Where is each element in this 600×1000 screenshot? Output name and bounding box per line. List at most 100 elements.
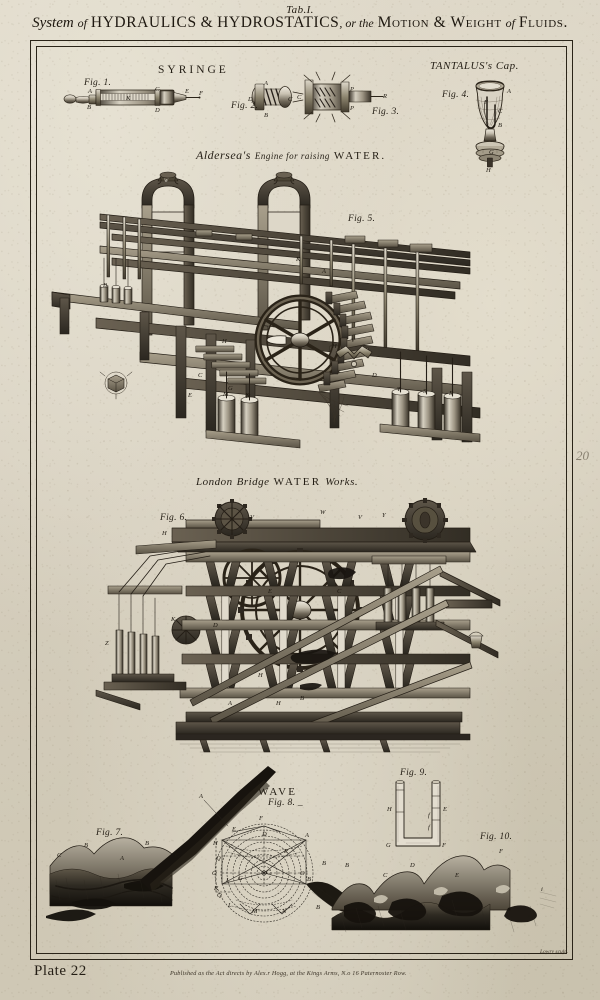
fig8-letter-H-left: H: [213, 840, 218, 847]
figure-10-label: Fig. 10.: [480, 832, 513, 842]
figure-5-aldersea-engine: W: [51, 171, 481, 449]
title-word-hydraulics: HYDRAULICS: [90, 14, 197, 31]
title-word-hydrostatics: HYDROSTATICS: [217, 14, 340, 31]
fig1-letter-F: F: [199, 90, 203, 97]
fig5-letter-S: S: [423, 388, 427, 395]
fig8-letter-A-top: A: [305, 832, 309, 839]
fig4-letter-H: H: [486, 167, 491, 174]
fig9-letter-G: G: [386, 842, 391, 849]
figure-7-label: Fig. 7.: [96, 828, 124, 838]
fig5-letter-T: T: [397, 386, 401, 393]
plate-border-outer: [30, 40, 573, 960]
fig5-letter-C: C: [198, 372, 203, 379]
fig3-letter-P-lower: P: [350, 105, 354, 112]
fig3-letter-R: R: [383, 93, 387, 100]
fig7-letter-C-left: C: [57, 852, 62, 859]
fig5-water-wheel: [254, 290, 375, 425]
fig7-letter-B-right: B: [145, 840, 149, 847]
fig8-letter-C: C: [266, 869, 271, 876]
figure-8-wave-diagram: [140, 766, 366, 923]
fig7-letter-A: A: [120, 855, 124, 862]
fig10-letter-B-right: B: [322, 860, 326, 867]
fig6-letter-A: A: [228, 700, 232, 707]
margin-annotation: 20: [576, 448, 589, 463]
figure-2-screw-valve: [251, 83, 292, 111]
fig1-letter-B: B: [87, 104, 91, 111]
fig10-letter-F: F: [499, 848, 503, 855]
figure-8-label: Fig. 8. _: [268, 798, 303, 808]
fig5-letter-K: K: [296, 256, 301, 263]
figure-3-piston-mechanism: [292, 71, 384, 123]
aldersea-heading: Aldersea's Engine for raising WATER.: [196, 148, 385, 162]
fig2-letter-A: A: [264, 80, 268, 87]
title-word-fluids: Fluids.: [518, 14, 568, 31]
fig5-letter-G: G: [228, 385, 233, 392]
fig6-letter-V-1: V: [250, 514, 254, 521]
fig5-letter-H-2: H: [222, 338, 227, 345]
fig8-letter-N: N: [282, 908, 287, 915]
page-title: System of HYDRAULICS & HYDROSTATICS, or …: [4, 14, 596, 32]
fig10-letter-C: C: [383, 872, 388, 879]
tantalus-heading: TANTALUS's Cap.: [430, 60, 519, 72]
fig3-letter-C: C: [297, 94, 302, 101]
fig5-letter-H-1: H: [332, 343, 337, 350]
publisher-line: Published as the Act directs by Alex.r H…: [170, 970, 407, 977]
fig6-letter-R: R: [218, 503, 222, 510]
figure-5-label: Fig. 5.: [348, 214, 376, 224]
fig6-letter-C: C: [337, 588, 342, 595]
fig5-letter-N: N: [246, 393, 251, 400]
fig5-letter-D: D: [372, 372, 377, 379]
fig6-letter-Z: Z: [105, 640, 109, 647]
fig8-letter-Q-upper: Q: [216, 855, 221, 862]
fig10-letter-B-left: B: [345, 862, 349, 869]
figure-4-tantalus-cup: [475, 80, 505, 168]
fig9-letter-H: H: [387, 806, 392, 813]
fig8-letter-Q-lower: Q: [217, 892, 222, 899]
fig8-letter-A-right: A: [322, 888, 326, 895]
fig4-letter-A: A: [507, 88, 511, 95]
title-of-1: of: [77, 16, 87, 30]
figure-9-label: Fig. 9.: [400, 768, 428, 778]
fig5-letter-V: V: [351, 337, 355, 344]
fig6-gear-right: [402, 498, 448, 543]
fig8-letter-R: R: [284, 848, 288, 855]
fig7-letter-C-right: C: [175, 852, 180, 859]
fig2-letter-C: C: [288, 96, 293, 103]
fig5-letter-R: R: [449, 390, 453, 397]
figure-4-label: Fig. 4.: [442, 90, 470, 100]
fig8-letter-E: E: [232, 826, 236, 833]
fig5-letter-B: B: [103, 282, 107, 289]
wave-heading: WAVE: [258, 786, 298, 798]
fig6-gear-left: [212, 499, 252, 539]
figure-6-label: Fig. 6.: [160, 513, 188, 523]
title-word-system: System: [32, 15, 74, 31]
fig9-letter-f-lower: f: [428, 824, 430, 831]
fig9-letter-f-upper: f: [428, 812, 430, 819]
fig5-letter-A: A: [322, 268, 326, 275]
fig6-letter-H-2: H: [258, 672, 263, 679]
fig10-letter-D: D: [410, 862, 415, 869]
fig8-letter-B-right: B: [307, 876, 311, 883]
plate-number: Plate 22: [34, 963, 87, 979]
fig6-letter-Y: Y: [382, 512, 386, 519]
figure-6-london-bridge-water-works: [95, 498, 501, 753]
fig7-letter-B-left: B: [84, 842, 88, 849]
figure-1-label: Fig. 1.: [84, 78, 112, 88]
fig2-letter-D: D: [248, 96, 253, 103]
fig6-letter-B: B: [300, 695, 304, 702]
engraver-credit: Lowry sculp.: [540, 949, 569, 955]
figure-1-syringe: [63, 89, 201, 106]
fig3-letter-P-upper: P: [350, 86, 354, 93]
fig1-letter-A: A: [88, 88, 92, 95]
fig8-letter-F: F: [259, 815, 263, 822]
fig4-letter-F: F: [484, 99, 488, 106]
title-of-2: of: [505, 16, 515, 30]
fig6-letter-H-1: H: [162, 530, 167, 537]
figure-9-u-tube: [395, 780, 441, 847]
fig5-right-pump-cylinders: [205, 351, 481, 449]
fig10-letter-i: i: [541, 886, 543, 893]
title-ampersand: &: [200, 14, 214, 31]
